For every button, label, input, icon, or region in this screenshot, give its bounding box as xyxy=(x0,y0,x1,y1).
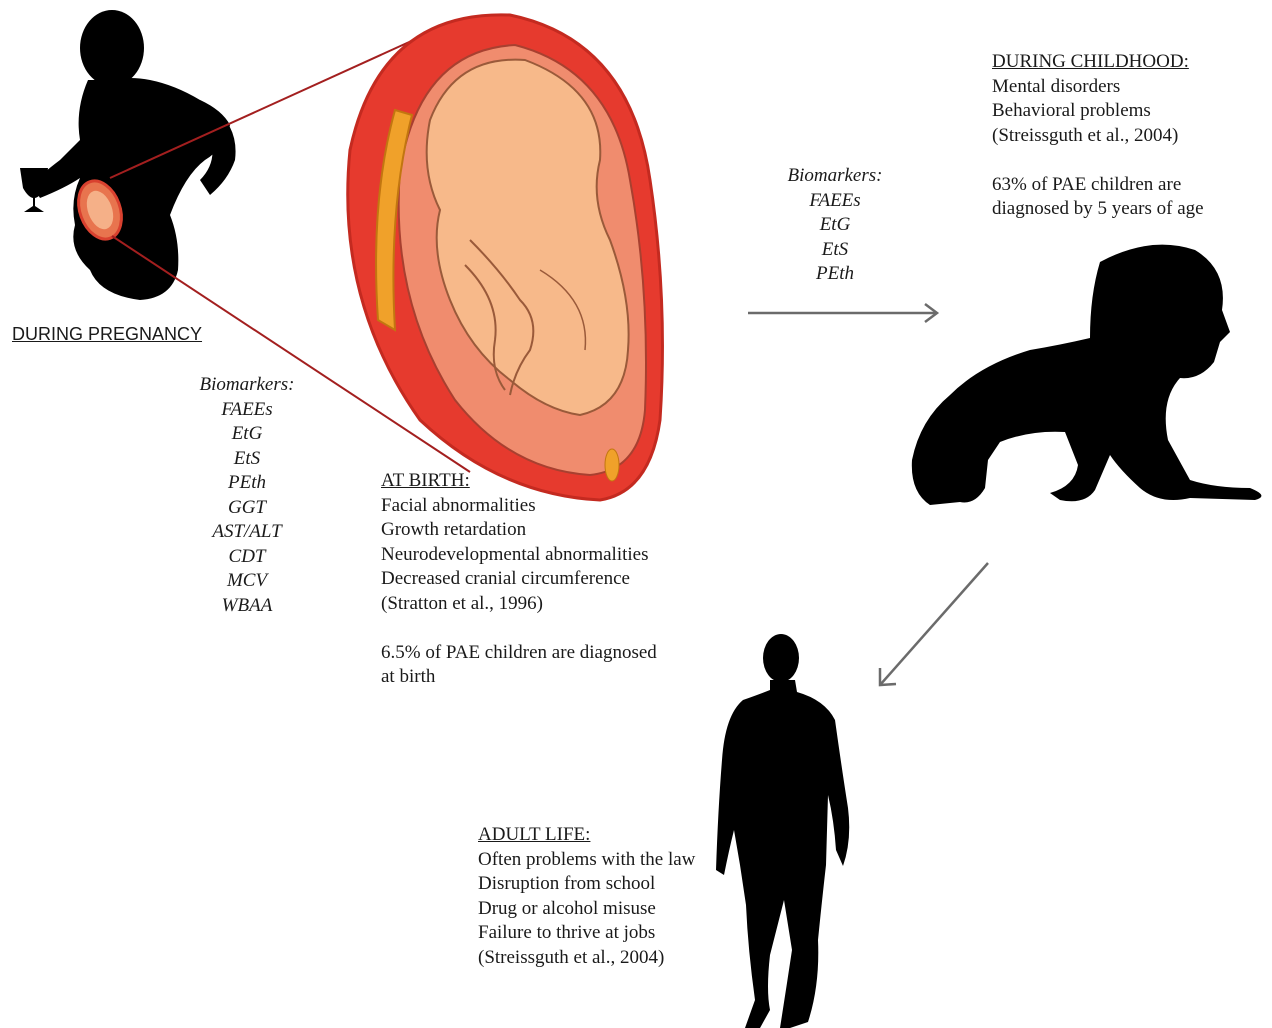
adult-effect: Failure to thrive at jobs xyxy=(478,921,695,946)
crawling-baby-silhouette xyxy=(912,245,1262,505)
childhood-section: DURING CHILDHOOD: Mental disorders Behav… xyxy=(992,50,1204,222)
birth-citation: (Stratton et al., 1996) xyxy=(381,592,657,617)
biomarker-item: EtS xyxy=(187,447,307,472)
uterus-fetus-illustration xyxy=(348,15,663,500)
pregnancy-biomarkers: Biomarkers: FAEEs EtG EtS PEth GGT AST/A… xyxy=(187,373,307,618)
biomarker-item: WBAA xyxy=(187,594,307,619)
childhood-effect: Behavioral problems xyxy=(992,99,1204,124)
biomarker-item: GGT xyxy=(187,496,307,521)
walking-man-silhouette xyxy=(716,634,849,1028)
biomarker-item: EtS xyxy=(775,238,895,263)
pregnancy-biomarkers-title: Biomarkers: xyxy=(187,373,307,398)
birth-stat-line: at birth xyxy=(381,665,657,690)
adult-heading: ADULT LIFE: xyxy=(478,823,695,848)
childhood-citation: (Streissguth et al., 2004) xyxy=(992,124,1204,149)
biomarker-item: FAEEs xyxy=(187,398,307,423)
childhood-stat-line: diagnosed by 5 years of age xyxy=(992,197,1204,222)
adult-section: ADULT LIFE: Often problems with the law … xyxy=(478,823,695,970)
adult-effect: Disruption from school xyxy=(478,872,695,897)
birth-heading: AT BIRTH: xyxy=(381,469,657,494)
arrow-to-childhood xyxy=(748,304,937,322)
birth-section: AT BIRTH: Facial abnormalities Growth re… xyxy=(381,469,657,690)
childhood-heading: DURING CHILDHOOD: xyxy=(992,50,1204,75)
pregnant-woman-silhouette xyxy=(32,10,236,300)
transition-biomarkers-title: Biomarkers: xyxy=(775,164,895,189)
biomarker-item: CDT xyxy=(187,545,307,570)
adult-citation: (Streissguth et al., 2004) xyxy=(478,946,695,971)
birth-effect: Decreased cranial circumference xyxy=(381,567,657,592)
biomarker-item: AST/ALT xyxy=(187,520,307,545)
birth-effect: Neurodevelopmental abnormalities xyxy=(381,543,657,568)
birth-effect: Growth retardation xyxy=(381,518,657,543)
birth-effect: Facial abnormalities xyxy=(381,494,657,519)
biomarker-item: PEth xyxy=(775,262,895,287)
adult-effect: Drug or alcohol misuse xyxy=(478,897,695,922)
arrow-to-adult xyxy=(880,563,988,685)
biomarker-item: EtG xyxy=(187,422,307,447)
childhood-effect: Mental disorders xyxy=(992,75,1204,100)
transition-biomarkers: Biomarkers: FAEEs EtG EtS PEth xyxy=(775,164,895,287)
biomarker-item: FAEEs xyxy=(775,189,895,214)
biomarker-item: EtG xyxy=(775,213,895,238)
biomarker-item: PEth xyxy=(187,471,307,496)
biomarker-item: MCV xyxy=(187,569,307,594)
adult-effect: Often problems with the law xyxy=(478,848,695,873)
birth-stat-line: 6.5% of PAE children are diagnosed xyxy=(381,641,657,666)
pregnancy-heading: DURING PREGNANCY xyxy=(12,324,202,345)
childhood-stat-line: 63% of PAE children are xyxy=(992,173,1204,198)
